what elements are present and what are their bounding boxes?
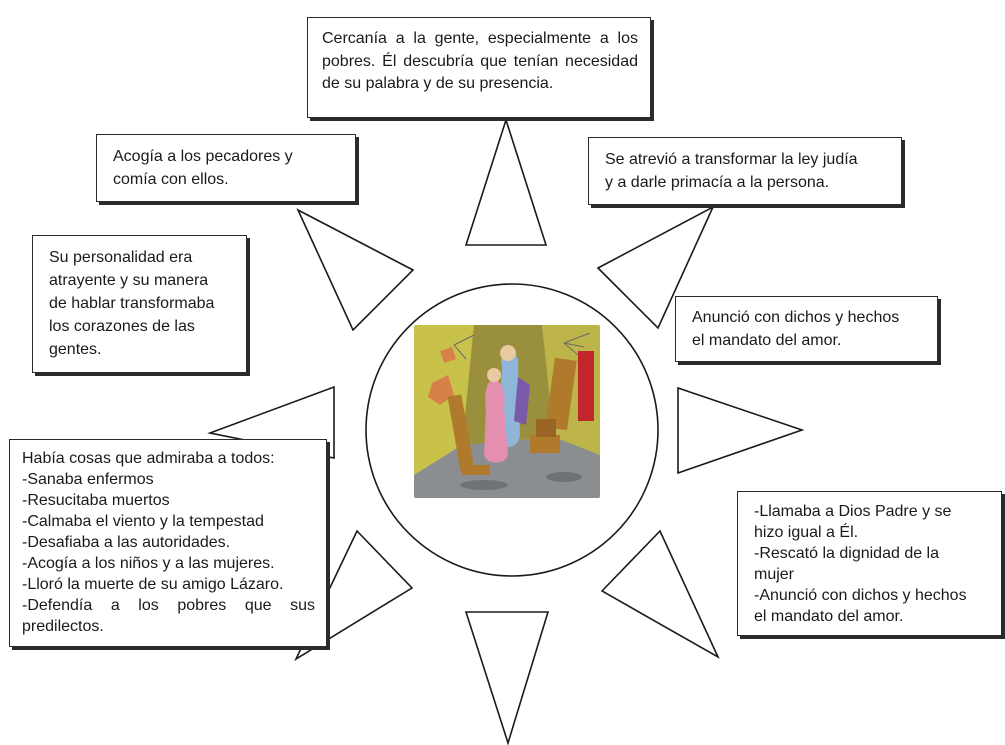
text-box-upper-left: Acogía a los pecadores y comía con ellos… (96, 134, 356, 202)
text-box-left: Su personalidad era atrayente y su maner… (32, 235, 247, 373)
text-box-top: Cercanía a la gente, especialmente a los… (307, 17, 651, 118)
text-box-upper-right: Se atrevió a transformar la ley judía y … (588, 137, 902, 205)
ray-lower-right (600, 529, 720, 659)
ray-right (677, 386, 805, 475)
text-box-lower-right: -Llamaba a Dios Padre y se hizo igual a … (737, 491, 1002, 636)
text-box-lower-left: Había cosas que admiraba a todos: -Sanab… (9, 439, 327, 647)
ray-top (464, 117, 548, 246)
ray-upper-right (596, 205, 715, 330)
ray-bottom (464, 611, 550, 745)
text-box-right: Anunció con dichos y hechos el mandato d… (675, 296, 938, 362)
ray-upper-left (296, 208, 415, 332)
center-illustration (414, 325, 600, 498)
